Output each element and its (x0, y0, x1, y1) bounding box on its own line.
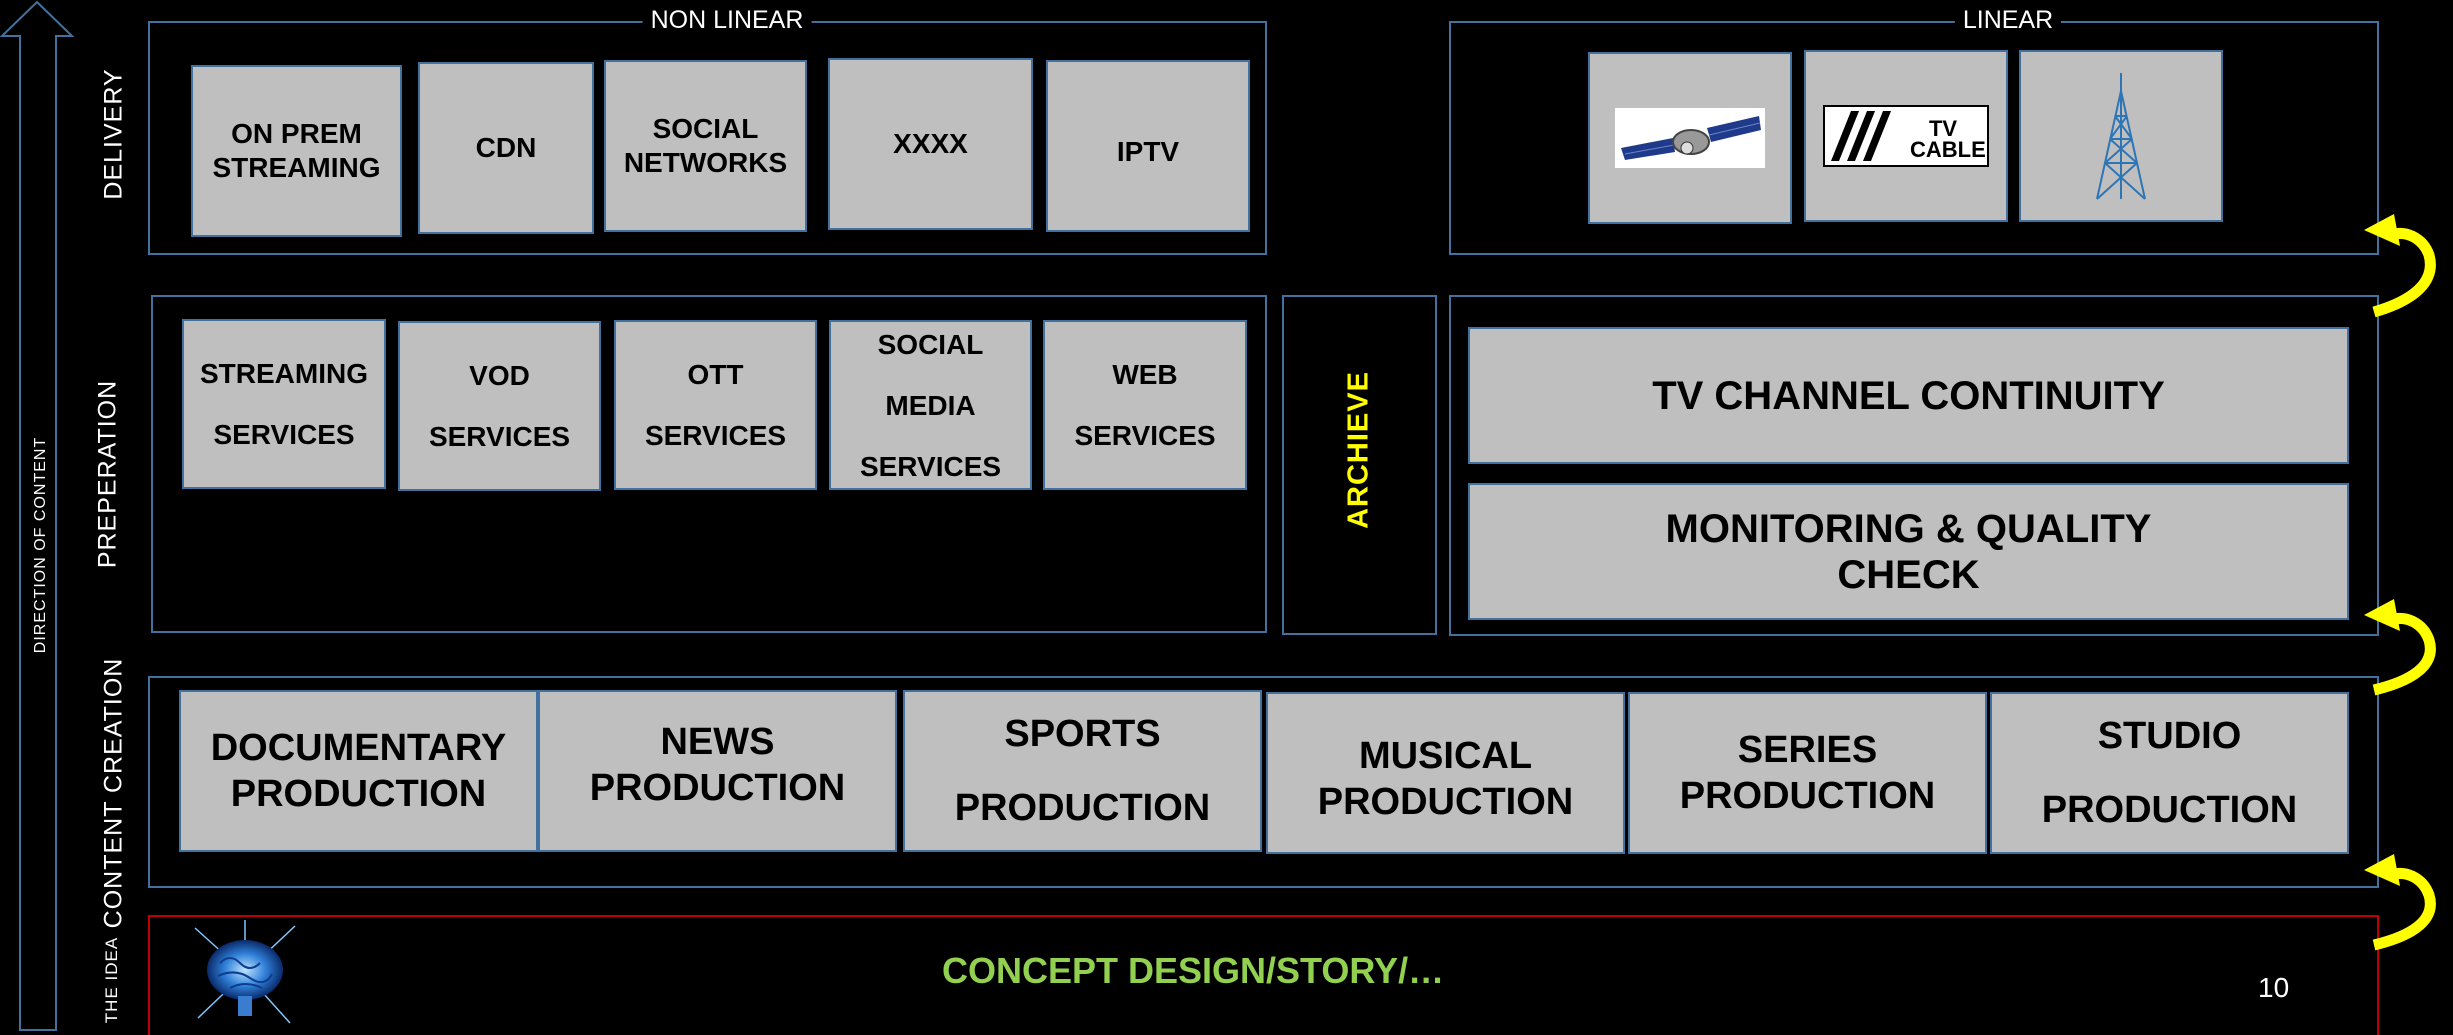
nonlinear-title: NON LINEAR (642, 6, 812, 35)
prep-web-services: WEB SERVICES (1043, 320, 1247, 490)
sports-production: SPORTS PRODUCTION (903, 690, 1262, 852)
arrow-curve-icon (2364, 214, 2436, 318)
delivery-xxxx: XXXX (828, 58, 1033, 230)
linear-title: LINEAR (1954, 6, 2062, 35)
concept-text: CONCEPT DESIGN/STORY/… (942, 950, 1445, 991)
monitoring-quality-check: MONITORING & QUALITY CHECK (1468, 483, 2349, 620)
tv-cable-logo-text: TV CABLE (1910, 116, 1986, 162)
page-number: 10 (2258, 972, 2290, 1003)
prep-streaming-services: STREAMING SERVICES (182, 319, 386, 489)
delivery-on-prem-streaming: ON PREM STREAMING (191, 65, 402, 237)
prep-ott-services: OTT SERVICES (614, 320, 817, 490)
arrow-curve-icon (2364, 599, 2436, 696)
prep-vod-services: VOD SERVICES (398, 321, 601, 491)
section-idea-label: THE IDEA (102, 936, 121, 1024)
series-production: SERIES PRODUCTION (1628, 692, 1987, 854)
linear-satellite-box (1588, 52, 1792, 224)
delivery-cdn: CDN (418, 62, 594, 234)
direction-label: DIRECTION OF CONTENT (32, 436, 49, 654)
archive-label: ARCHIEVE (1342, 371, 1375, 529)
prep-social-media-services: SOCIAL MEDIA SERVICES (829, 320, 1032, 490)
linear-frame (1449, 21, 2379, 255)
tv-cable-logo (1823, 105, 1989, 167)
section-content-creation-label: CONTENT CREATION (99, 657, 128, 929)
arrow-curve-icon (2364, 854, 2436, 951)
broadcast-tower-icon (2096, 73, 2146, 200)
news-production: NEWS PRODUCTION (538, 690, 897, 852)
section-delivery-label: DELIVERY (99, 68, 128, 200)
tv-channel-continuity: TV CHANNEL CONTINUITY (1468, 327, 2349, 464)
idea-frame (148, 915, 2379, 1035)
direction-arrow (0, 0, 75, 1031)
delivery-social-networks: SOCIAL NETWORKS (604, 60, 807, 232)
linear-tower-box (2019, 50, 2223, 222)
brain-icon (194, 920, 296, 1024)
studio-production: STUDIO PRODUCTION (1990, 692, 2349, 854)
preparation-services-frame (151, 295, 1267, 633)
satellite-icon (1615, 108, 1765, 168)
musical-production: MUSICAL PRODUCTION (1266, 692, 1625, 854)
delivery-iptv: IPTV (1046, 60, 1250, 232)
content-creation-frame (148, 676, 2379, 888)
linear-prep-frame (1449, 295, 2379, 636)
archive-frame (1282, 295, 1437, 635)
linear-tv-cable-box: TV CABLE (1804, 50, 2008, 222)
documentary-production: DOCUMENTARY PRODUCTION (179, 690, 538, 852)
section-preparation-label: PREPERATION (93, 379, 122, 569)
